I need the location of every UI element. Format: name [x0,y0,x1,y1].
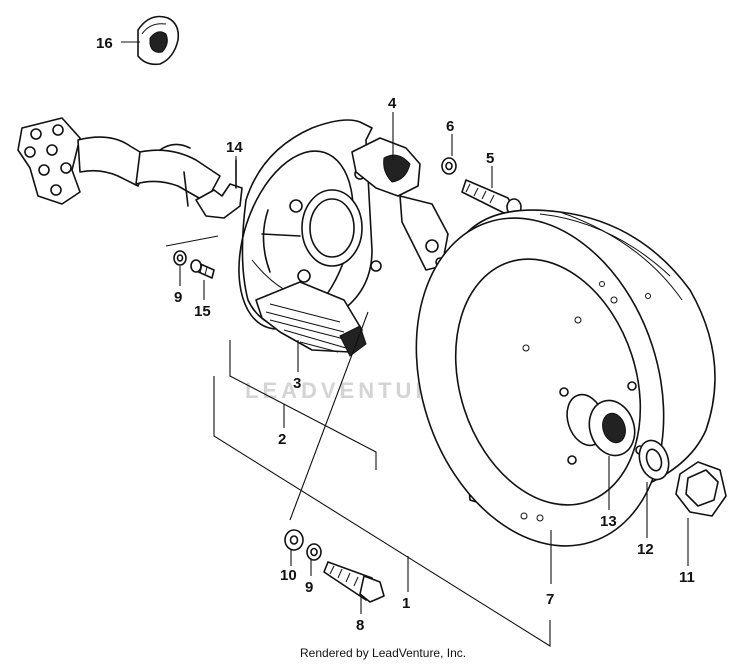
callout-6[interactable]: 6 [446,118,454,135]
lock-washer-part-12[interactable] [635,437,674,484]
callout-5[interactable]: 5 [486,150,494,167]
group-bracket-part-2 [229,340,377,470]
callout-15[interactable]: 15 [194,303,211,320]
callout-1[interactable]: 1 [402,595,410,612]
collar-part-13[interactable] [582,395,641,462]
group-bracket-part-1 [213,311,551,647]
callout-13[interactable]: 13 [600,513,617,530]
watermark-text: LEADVENTURE [245,378,454,403]
callout-10[interactable]: 10 [280,567,297,584]
lock-washer-part-9-upper[interactable] [173,250,187,266]
nut-part-11[interactable] [675,461,727,517]
flywheel-part-7[interactable] [376,186,716,578]
lock-washer-part-9-lower[interactable] [306,543,322,561]
washer-part-10[interactable] [284,529,304,551]
screw-part-15[interactable] [190,259,215,279]
callout-7[interactable]: 7 [546,591,554,608]
callout-12[interactable]: 12 [637,541,654,558]
callout-9-upper[interactable]: 9 [174,289,182,306]
callout-14[interactable]: 14 [226,139,243,156]
stator-plate-assembly[interactable] [218,119,382,344]
callout-11[interactable]: 11 [679,569,695,586]
callout-3[interactable]: 3 [293,375,301,392]
callout-labels: 16 4 6 5 14 9 15 3 2 13 12 11 7 10 9 1 8 [96,35,695,634]
render-credit: Rendered by LeadVenture, Inc. [300,646,466,660]
screw-part-8[interactable] [323,561,385,603]
callout-2[interactable]: 2 [278,431,286,448]
pulser-coil-part-4[interactable] [351,137,449,271]
washer-part-6[interactable] [441,157,457,175]
grommet-part-16[interactable] [137,15,180,66]
callout-8[interactable]: 8 [356,617,364,634]
callout-16[interactable]: 16 [96,35,113,52]
wire-harness-connector[interactable] [17,117,221,207]
callout-9-lower[interactable]: 9 [305,579,313,596]
callout-4[interactable]: 4 [388,95,397,112]
